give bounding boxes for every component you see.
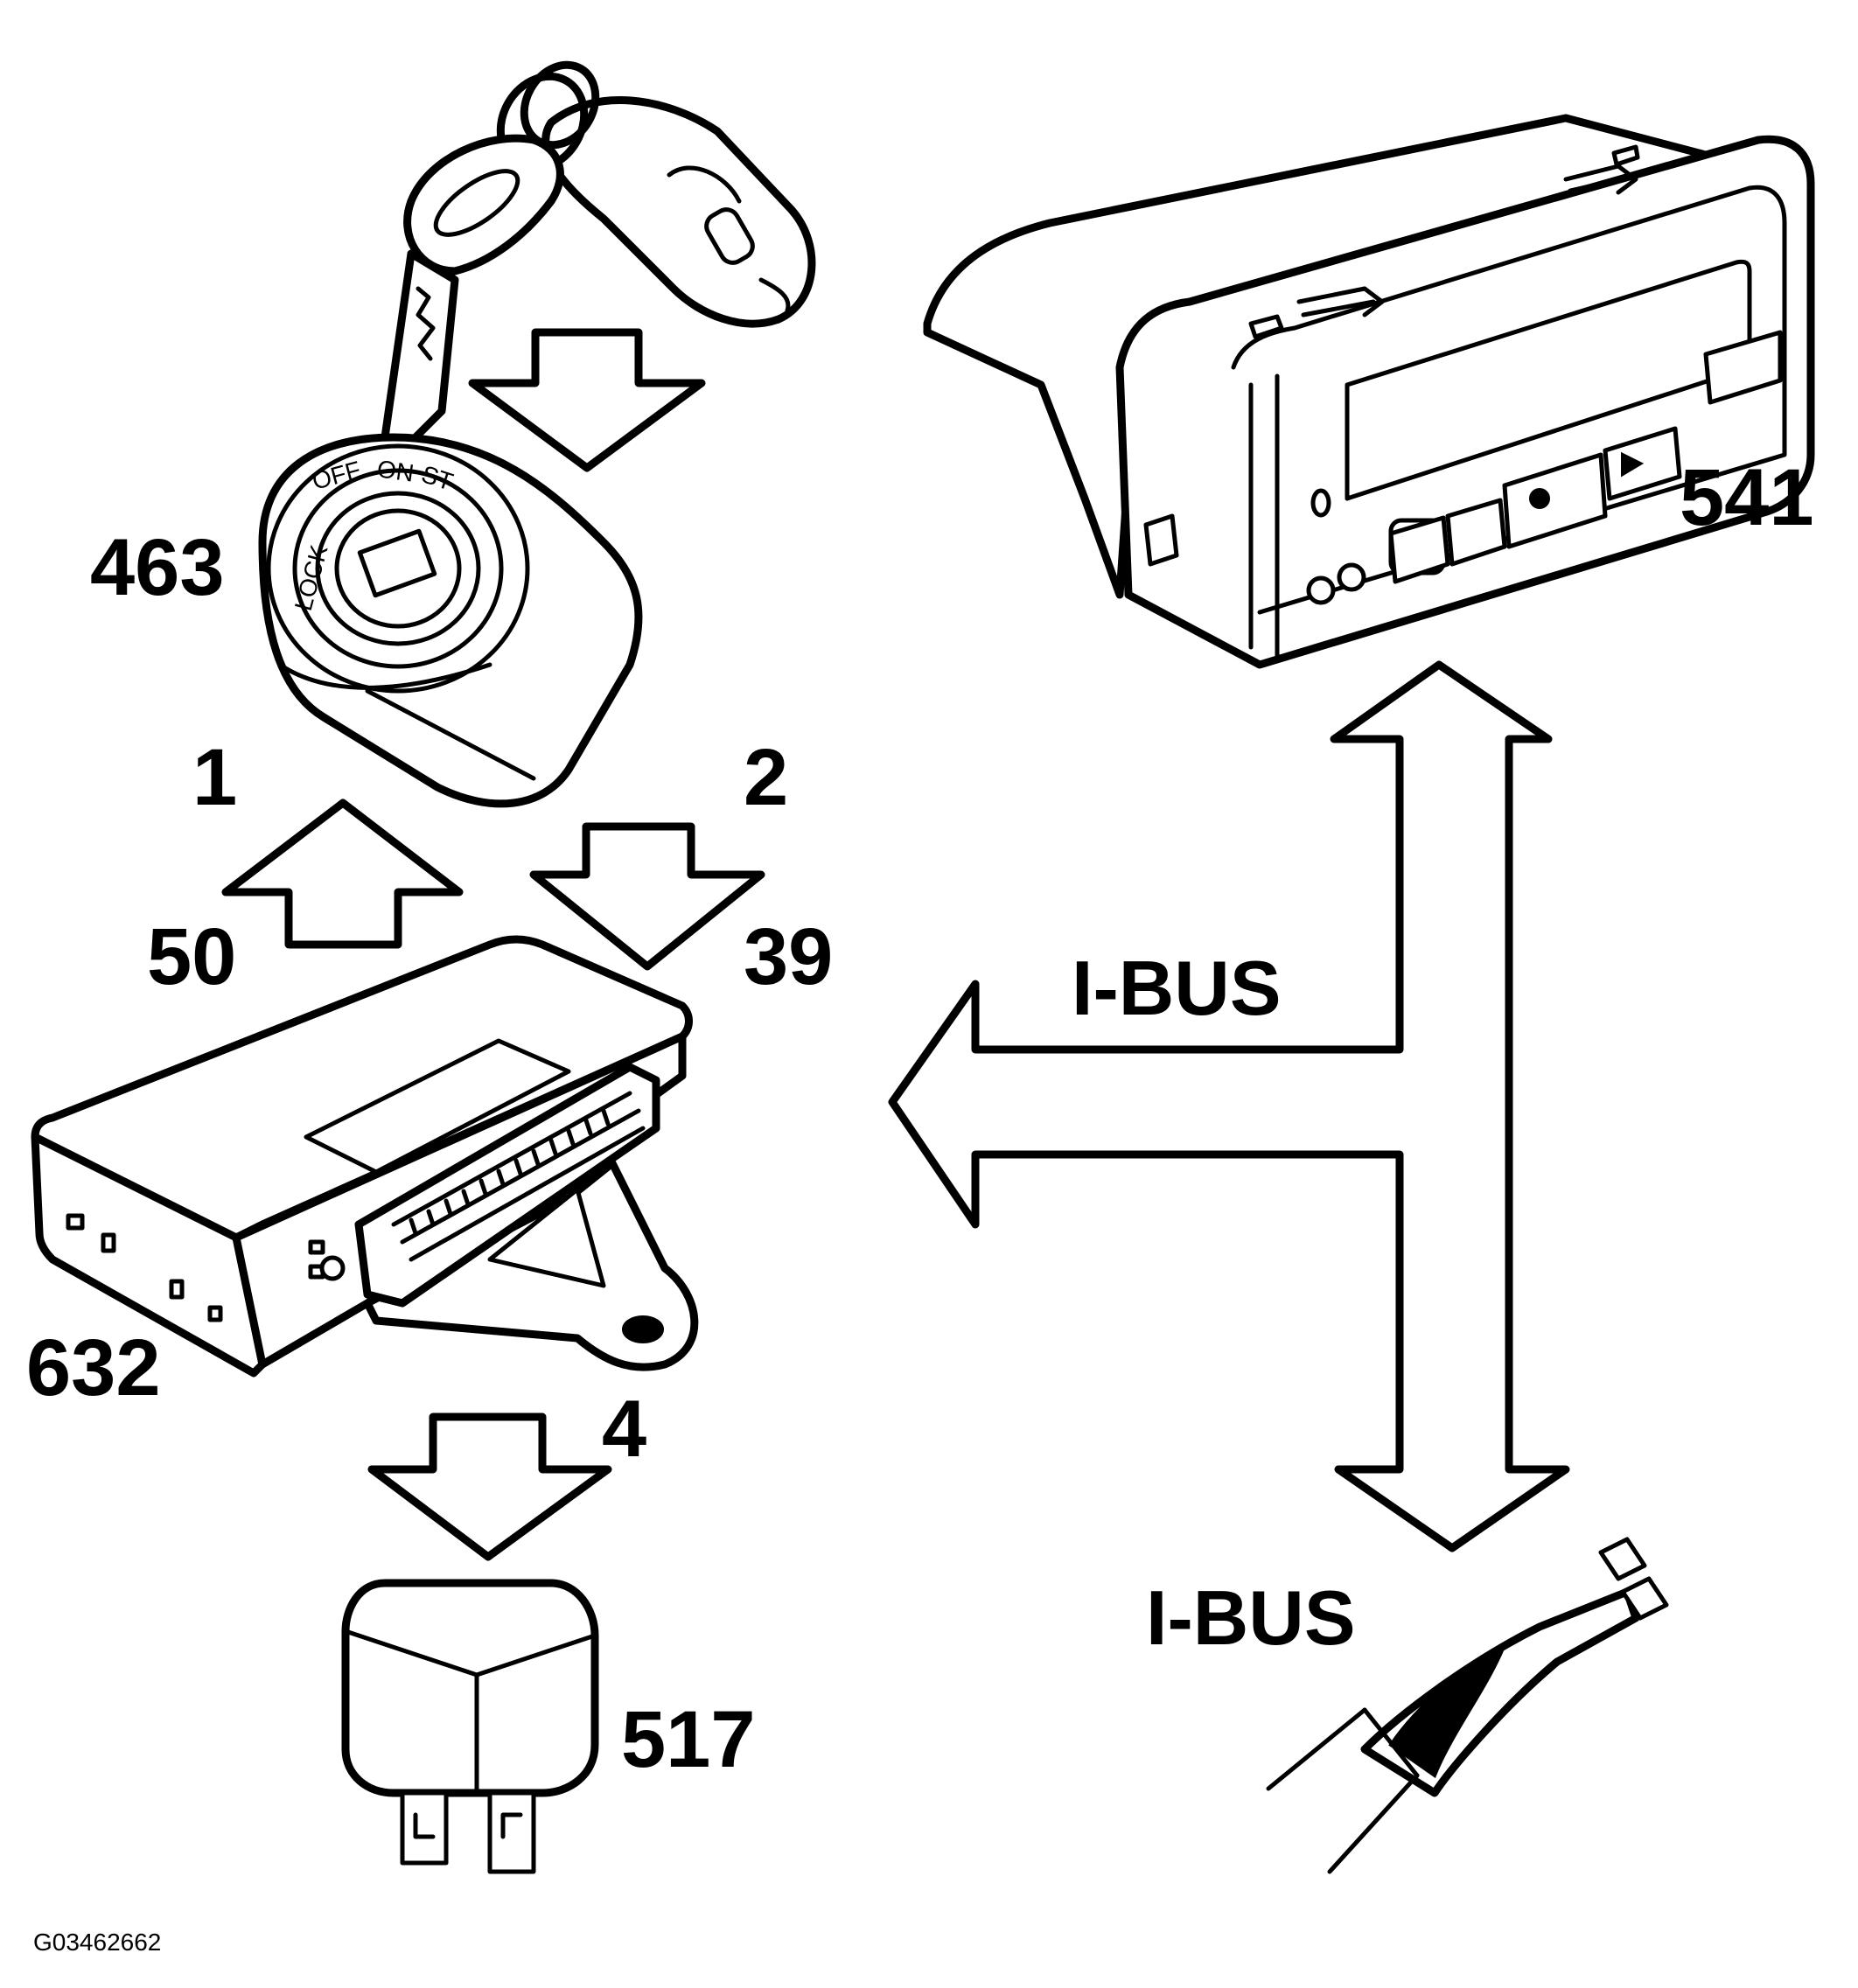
signal-1-label: 1 [192, 733, 237, 822]
switch-on-marking: ON [375, 455, 416, 487]
ibus-label-upper: I-BUS [1072, 945, 1282, 1031]
signal-4-label: 4 [602, 1385, 646, 1474]
ignition-switch-number: 463 [90, 523, 225, 612]
terminal-39-label: 39 [744, 912, 833, 1001]
ignition-switch: OFF ON ST LOCK [258, 433, 643, 808]
instrument-cluster [923, 114, 1815, 669]
instrument-cluster-number: 541 [1680, 453, 1814, 542]
terminal-50-label: 50 [147, 912, 236, 1001]
relay-number: 517 [621, 1695, 756, 1784]
signal-2-label: 2 [744, 733, 788, 822]
bus-arrow-icon [888, 660, 1570, 1552]
control-module-number: 632 [26, 1323, 161, 1413]
up-arrow-icon [221, 799, 464, 949]
key-fob-icon [381, 60, 816, 446]
down-arrow-icon [468, 328, 706, 472]
relay [341, 1579, 599, 1874]
data-link-connector [1266, 1537, 1669, 1874]
control-module [31, 935, 699, 1378]
ibus-label-lower: I-BUS [1146, 1574, 1356, 1661]
down-arrow-icon [367, 1413, 612, 1561]
down-arrow-icon [529, 822, 765, 971]
figure-code: G03462662 [33, 1929, 161, 1956]
